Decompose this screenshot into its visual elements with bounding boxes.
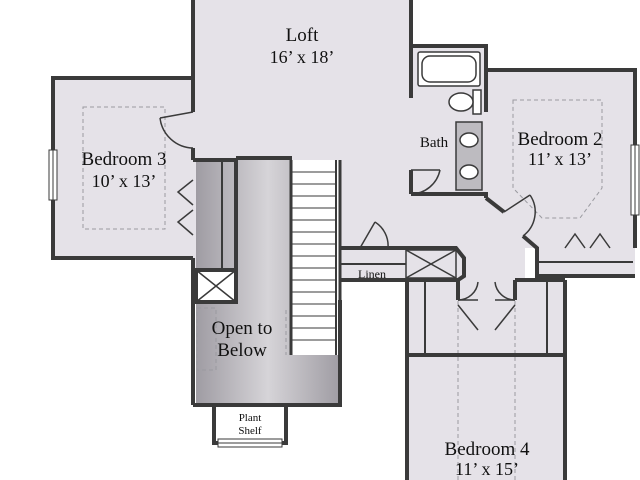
bath-name: Bath [420, 135, 449, 151]
bedroom2-dims: 11’ x 13’ [528, 149, 592, 169]
bathtub-icon [417, 51, 481, 87]
ceiling-dashes [82, 99, 603, 480]
bedroom3-floor [53, 78, 193, 258]
closet-walls [221, 162, 633, 354]
sink-icon [455, 121, 483, 191]
linen-name: Linen [358, 267, 386, 281]
bedroom4-floor [407, 280, 565, 480]
bedroom4-name: Bedroom 4 [445, 439, 530, 460]
loft-dims: 16’ x 18’ [270, 47, 335, 67]
plant-shelf-line1: Plant [239, 412, 262, 424]
bedroom3-dims: 10’ x 13’ [92, 171, 157, 191]
plant-shelf-line2: Shelf [238, 425, 262, 437]
window-icon [48, 144, 640, 448]
open-below-line2: Below [217, 340, 267, 361]
open-below-line1: Open to [212, 318, 273, 339]
plant-shelf-floor [214, 405, 286, 443]
room-labels: Loft 16’ x 18’ Bedroom 3 10’ x 13’ Bedro… [82, 25, 603, 479]
bedroom2-name: Bedroom 2 [518, 129, 603, 150]
toilet-icon [448, 89, 482, 115]
door-swing-icon [159, 111, 611, 331]
walls [51, 0, 637, 480]
loft-name: Loft [286, 25, 319, 46]
bedroom4-dims: 11’ x 15’ [455, 459, 519, 479]
stairs-icon [289, 160, 342, 355]
bedroom3-name: Bedroom 3 [82, 149, 167, 170]
chase-icon [195, 249, 457, 303]
